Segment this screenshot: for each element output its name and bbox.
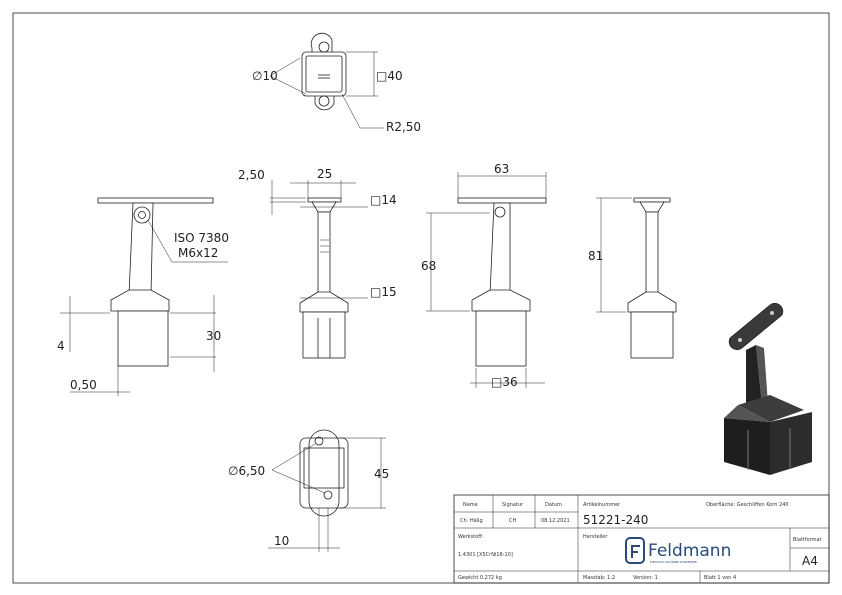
dim-top-square: □40 xyxy=(376,69,403,83)
dim-bottom-hole-dia: ∅6,50 xyxy=(228,464,265,478)
dim-plate-thickness: 2,50 xyxy=(238,168,265,182)
dim-plate-width: 25 xyxy=(317,167,332,181)
dim-height-68: 68 xyxy=(421,259,436,273)
tb-weight: Gewicht 0.272 kg xyxy=(458,575,502,581)
dim-plate-length: 63 xyxy=(494,162,509,176)
tb-material-value: 1.4301 [X5CrNi18-10] xyxy=(458,552,513,558)
dim-top-radius: R2,50 xyxy=(386,120,421,134)
logo-tagline: EDELSTAHL GELÄNDER SCHMIEDEREI xyxy=(650,559,697,564)
front-view-left: ISO 7380 M6x12 4 30 0,50 xyxy=(57,197,229,396)
dim-base-30: 30 xyxy=(206,329,221,343)
tb-sheet: Blatt 1 von 4 xyxy=(704,575,736,581)
dim-flange-4: 4 xyxy=(57,339,65,353)
tb-name-value: Ch. Hälig xyxy=(460,518,483,524)
dim-offset-050: 0,50 xyxy=(70,378,97,392)
screw-spec-line2: M6x12 xyxy=(178,246,218,260)
tb-sheet-format-value: A4 xyxy=(802,554,818,568)
dim-top-hole-dia: ∅10 xyxy=(252,69,278,83)
drawing-frame xyxy=(12,12,830,584)
tb-date-label: Datum xyxy=(545,502,562,508)
dim-base-square: □36 xyxy=(491,375,518,389)
isometric-view xyxy=(724,303,812,475)
bottom-view: ∅6,50 45 10 xyxy=(228,429,389,552)
dim-square-15: □15 xyxy=(370,285,397,299)
dim-height-81: 81 xyxy=(588,249,603,263)
dim-bottom-10: 10 xyxy=(274,534,289,548)
tb-sheet-format-label: Blattformat xyxy=(793,537,822,543)
tb-material-label: Werkstoff: xyxy=(458,534,484,540)
tb-signature-label: Signatur xyxy=(502,502,524,508)
side-view: 2,50 25 □14 □15 xyxy=(238,167,397,359)
tb-article-label: Artikelnummer xyxy=(583,502,621,508)
tb-surface: Oberfläche: Geschliffen Korn 240 xyxy=(706,502,789,508)
logo-text: Feldmann xyxy=(648,541,731,561)
tb-scale: Masstab: 1:2 xyxy=(583,575,615,581)
dim-bottom-45: 45 xyxy=(374,467,389,481)
tb-date-value: 08.12.2021 xyxy=(541,518,570,524)
top-view: ∅10 □40 R2,50 xyxy=(252,32,421,134)
screw-spec-line1: ISO 7380 xyxy=(174,231,229,245)
tb-article-number: 51221-240 xyxy=(583,513,648,527)
feldmann-logo: Feldmann EDELSTAHL GELÄNDER SCHMIEDEREI xyxy=(625,537,731,564)
tb-signature-value: CH xyxy=(509,518,516,524)
tb-version: Version: 1 xyxy=(633,575,658,581)
front-view-dimensioned: 63 68 □36 xyxy=(421,162,547,389)
tb-name-label: Name xyxy=(463,502,478,508)
tb-manufacturer-label: Hersteller xyxy=(583,534,608,540)
title-block: Name Signatur Datum Ch. Hälig CH 08.12.2… xyxy=(453,494,830,584)
rear-view: 81 xyxy=(588,197,677,359)
dim-square-14: □14 xyxy=(370,193,397,207)
